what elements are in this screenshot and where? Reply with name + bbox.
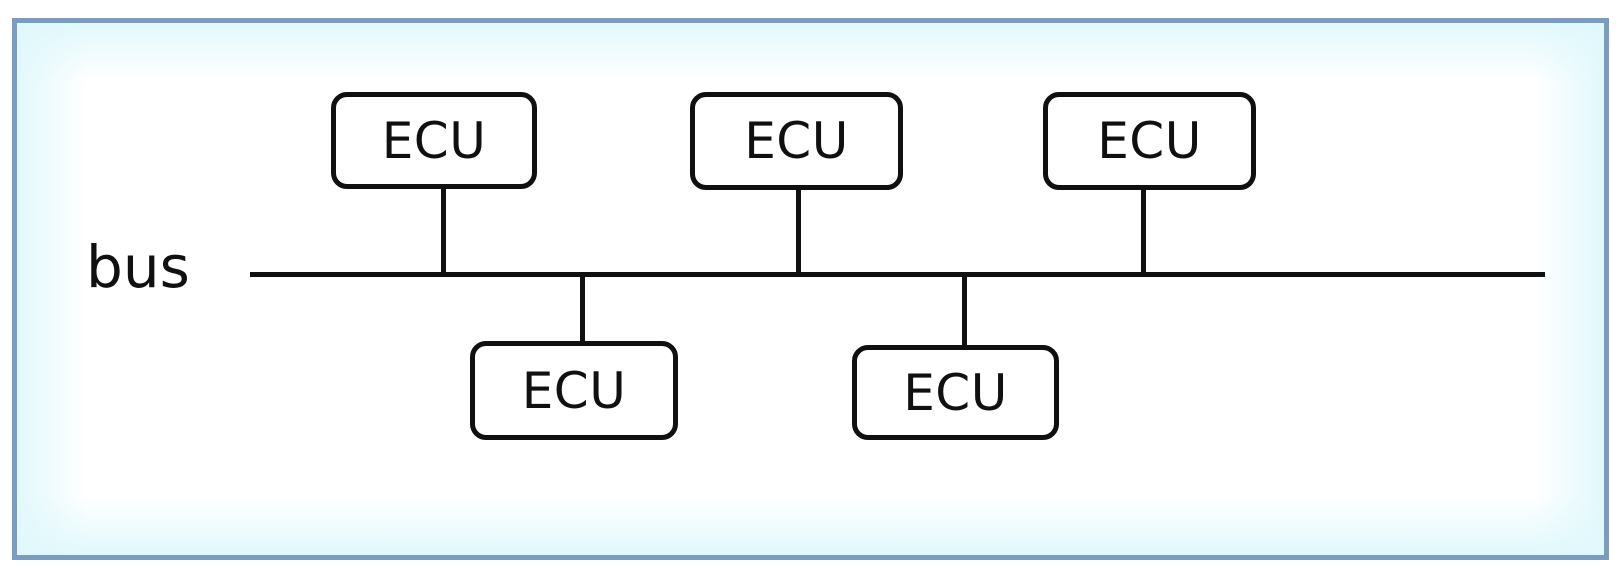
node-label: ECU bbox=[903, 363, 1008, 422]
node-label: ECU bbox=[381, 111, 487, 170]
node-ecu-bot-1[interactable]: ECU bbox=[470, 341, 678, 440]
bus-connector-ecu-top-1 bbox=[441, 189, 446, 274]
node-label: ECU bbox=[744, 112, 849, 170]
bus-label: bus bbox=[86, 233, 190, 301]
node-label: ECU bbox=[521, 361, 627, 420]
bus-connector-ecu-top-2 bbox=[796, 190, 801, 274]
node-ecu-bot-2[interactable]: ECU bbox=[852, 345, 1059, 440]
node-label: ECU bbox=[1097, 112, 1202, 170]
bus-connector-ecu-top-3 bbox=[1141, 190, 1146, 274]
bus-connector-ecu-bot-1 bbox=[580, 272, 585, 341]
bus-line bbox=[250, 272, 1545, 277]
node-ecu-top-3[interactable]: ECU bbox=[1043, 92, 1256, 190]
node-ecu-top-2[interactable]: ECU bbox=[690, 92, 903, 190]
bus-connector-ecu-bot-2 bbox=[962, 272, 967, 345]
node-ecu-top-1[interactable]: ECU bbox=[331, 92, 537, 189]
